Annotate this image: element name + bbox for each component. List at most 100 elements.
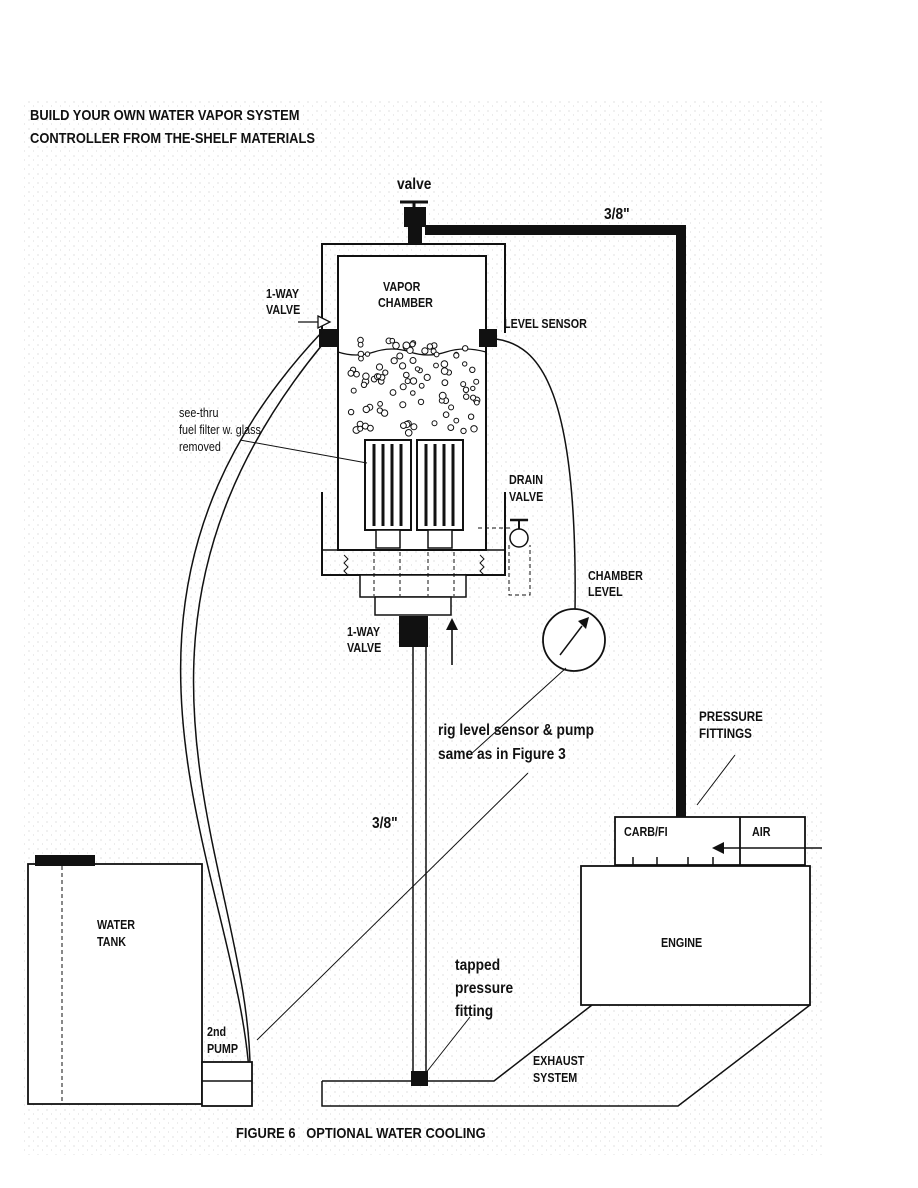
vapor-bubble [400,422,407,430]
vapor-bubble [447,424,455,432]
vapor-bubble [396,352,404,360]
vapor-bubble [441,379,449,387]
vapor-bubble [438,391,447,400]
vapor-bubble [399,401,407,409]
vapor-bubble [433,351,440,358]
vapor-bubble [423,373,431,381]
filter-element-right [416,439,464,549]
water-tank-label-2: TANK [97,935,127,949]
exhaust-system [321,1004,811,1107]
inlet-fitting [319,329,337,347]
vapor-bubble [404,429,413,437]
vapor-chamber-label-2: CHAMBER [378,296,433,310]
vapor-bubble [462,361,468,367]
vapor-bubble [433,362,439,369]
vapor-chamber-label-1: VAPOR [383,280,421,294]
vapor-bubble [426,343,434,350]
vapor-bubble [347,408,355,416]
drain-valve [478,518,531,596]
vapor-bubble [409,357,417,364]
vapor-bubble [463,393,470,400]
vapor-bubble [399,383,407,391]
air-label: AIR [752,825,771,839]
vapor-bubble [375,363,384,371]
vapor-bubble [469,366,476,373]
vapor-bubble [473,378,480,385]
vapor-pipe [425,225,686,817]
vapor-bubble [453,417,460,424]
vapor-bubble [462,345,469,352]
chamber-level-label-1: CHAMBER [588,569,643,583]
tapped-label-1: tapped [455,957,501,974]
engine-label: ENGINE [661,936,703,950]
vapor-bubble [375,373,382,379]
vapor-bubbles [347,336,481,437]
level-sensor-label: LEVEL SENSOR [504,317,587,331]
second-pump [201,1061,253,1107]
vapor-bubble [367,424,374,432]
chamber-cap [321,243,506,333]
carb-box [614,816,806,866]
vapor-bubble [376,407,383,414]
vapor-bubble [473,399,480,406]
chamber-level-gauge [542,608,606,672]
vapor-bubble [382,369,389,376]
vapor-bubble [353,370,360,378]
valve-label: valve [397,176,432,193]
tapped-label-3: fitting [455,1003,494,1020]
vapor-bubble [460,381,467,388]
vapor-bubble [389,337,396,344]
pressure-fittings-label-2: FITTINGS [699,726,752,741]
pipe-size-mid-label: 3/8" [372,815,398,832]
title-line-1: BUILD YOUR OWN WATER VAPOR SYSTEM [30,107,300,124]
water-tank [27,863,203,1105]
figure-caption: FIGURE 6 OPTIONAL WATER COOLING [236,1125,486,1142]
filter-label-2: fuel filter w. glass [179,423,261,437]
vapor-bubble [358,355,364,362]
vapor-bubble [417,398,425,406]
top-valve [400,200,428,245]
filter-label-3: removed [179,440,221,454]
vapor-bubble [357,341,364,348]
vapor-bubble [470,394,477,401]
vapor-bubble [448,404,455,411]
pump-label-1: 2nd [207,1025,227,1039]
exhaust-label-2: SYSTEM [533,1071,578,1085]
vapor-bubble [399,362,407,370]
vapor-bubble [470,425,478,433]
vapor-bubble [350,387,357,394]
vapor-bubble [409,341,416,348]
vapor-bubble [360,381,368,388]
vapor-bubble [467,413,475,420]
vapor-bubble [462,386,470,393]
vapor-bubble [421,347,429,355]
tapped-label-2: pressure [455,980,514,997]
exhaust-label-1: EXHAUST [533,1054,585,1068]
vapor-bubble [362,372,370,380]
vapor-bubble [453,352,460,359]
title-line-2: CONTROLLER FROM THE-SHELF MATERIALS [30,130,315,147]
vapor-bubble [347,369,355,377]
water-tank-label-1: WATER [97,918,136,932]
engine-block [580,865,811,1006]
supply-hose [179,331,323,1106]
vapor-bubble [409,377,418,385]
vapor-bubble [389,389,397,396]
vapor-bubble [402,341,411,350]
sensor-wire [495,338,576,613]
rig-note-line-1: rig level sensor & pump [438,722,594,739]
level-sensor [479,329,497,347]
vapor-bubble [362,405,370,414]
vapor-bubble [440,360,449,368]
one-way-valve-left-label-1: 1-WAY [266,287,300,301]
one-way-valve-bottom-label-2: VALVE [347,641,382,655]
vapor-bubble [403,371,410,379]
filter-element-left [364,439,412,549]
vapor-bubble [364,351,371,357]
vapor-bubble [410,423,418,431]
pipe-size-top-label: 3/8" [604,206,630,223]
pump-label-2: PUMP [207,1042,239,1056]
vapor-bubble [470,385,476,392]
